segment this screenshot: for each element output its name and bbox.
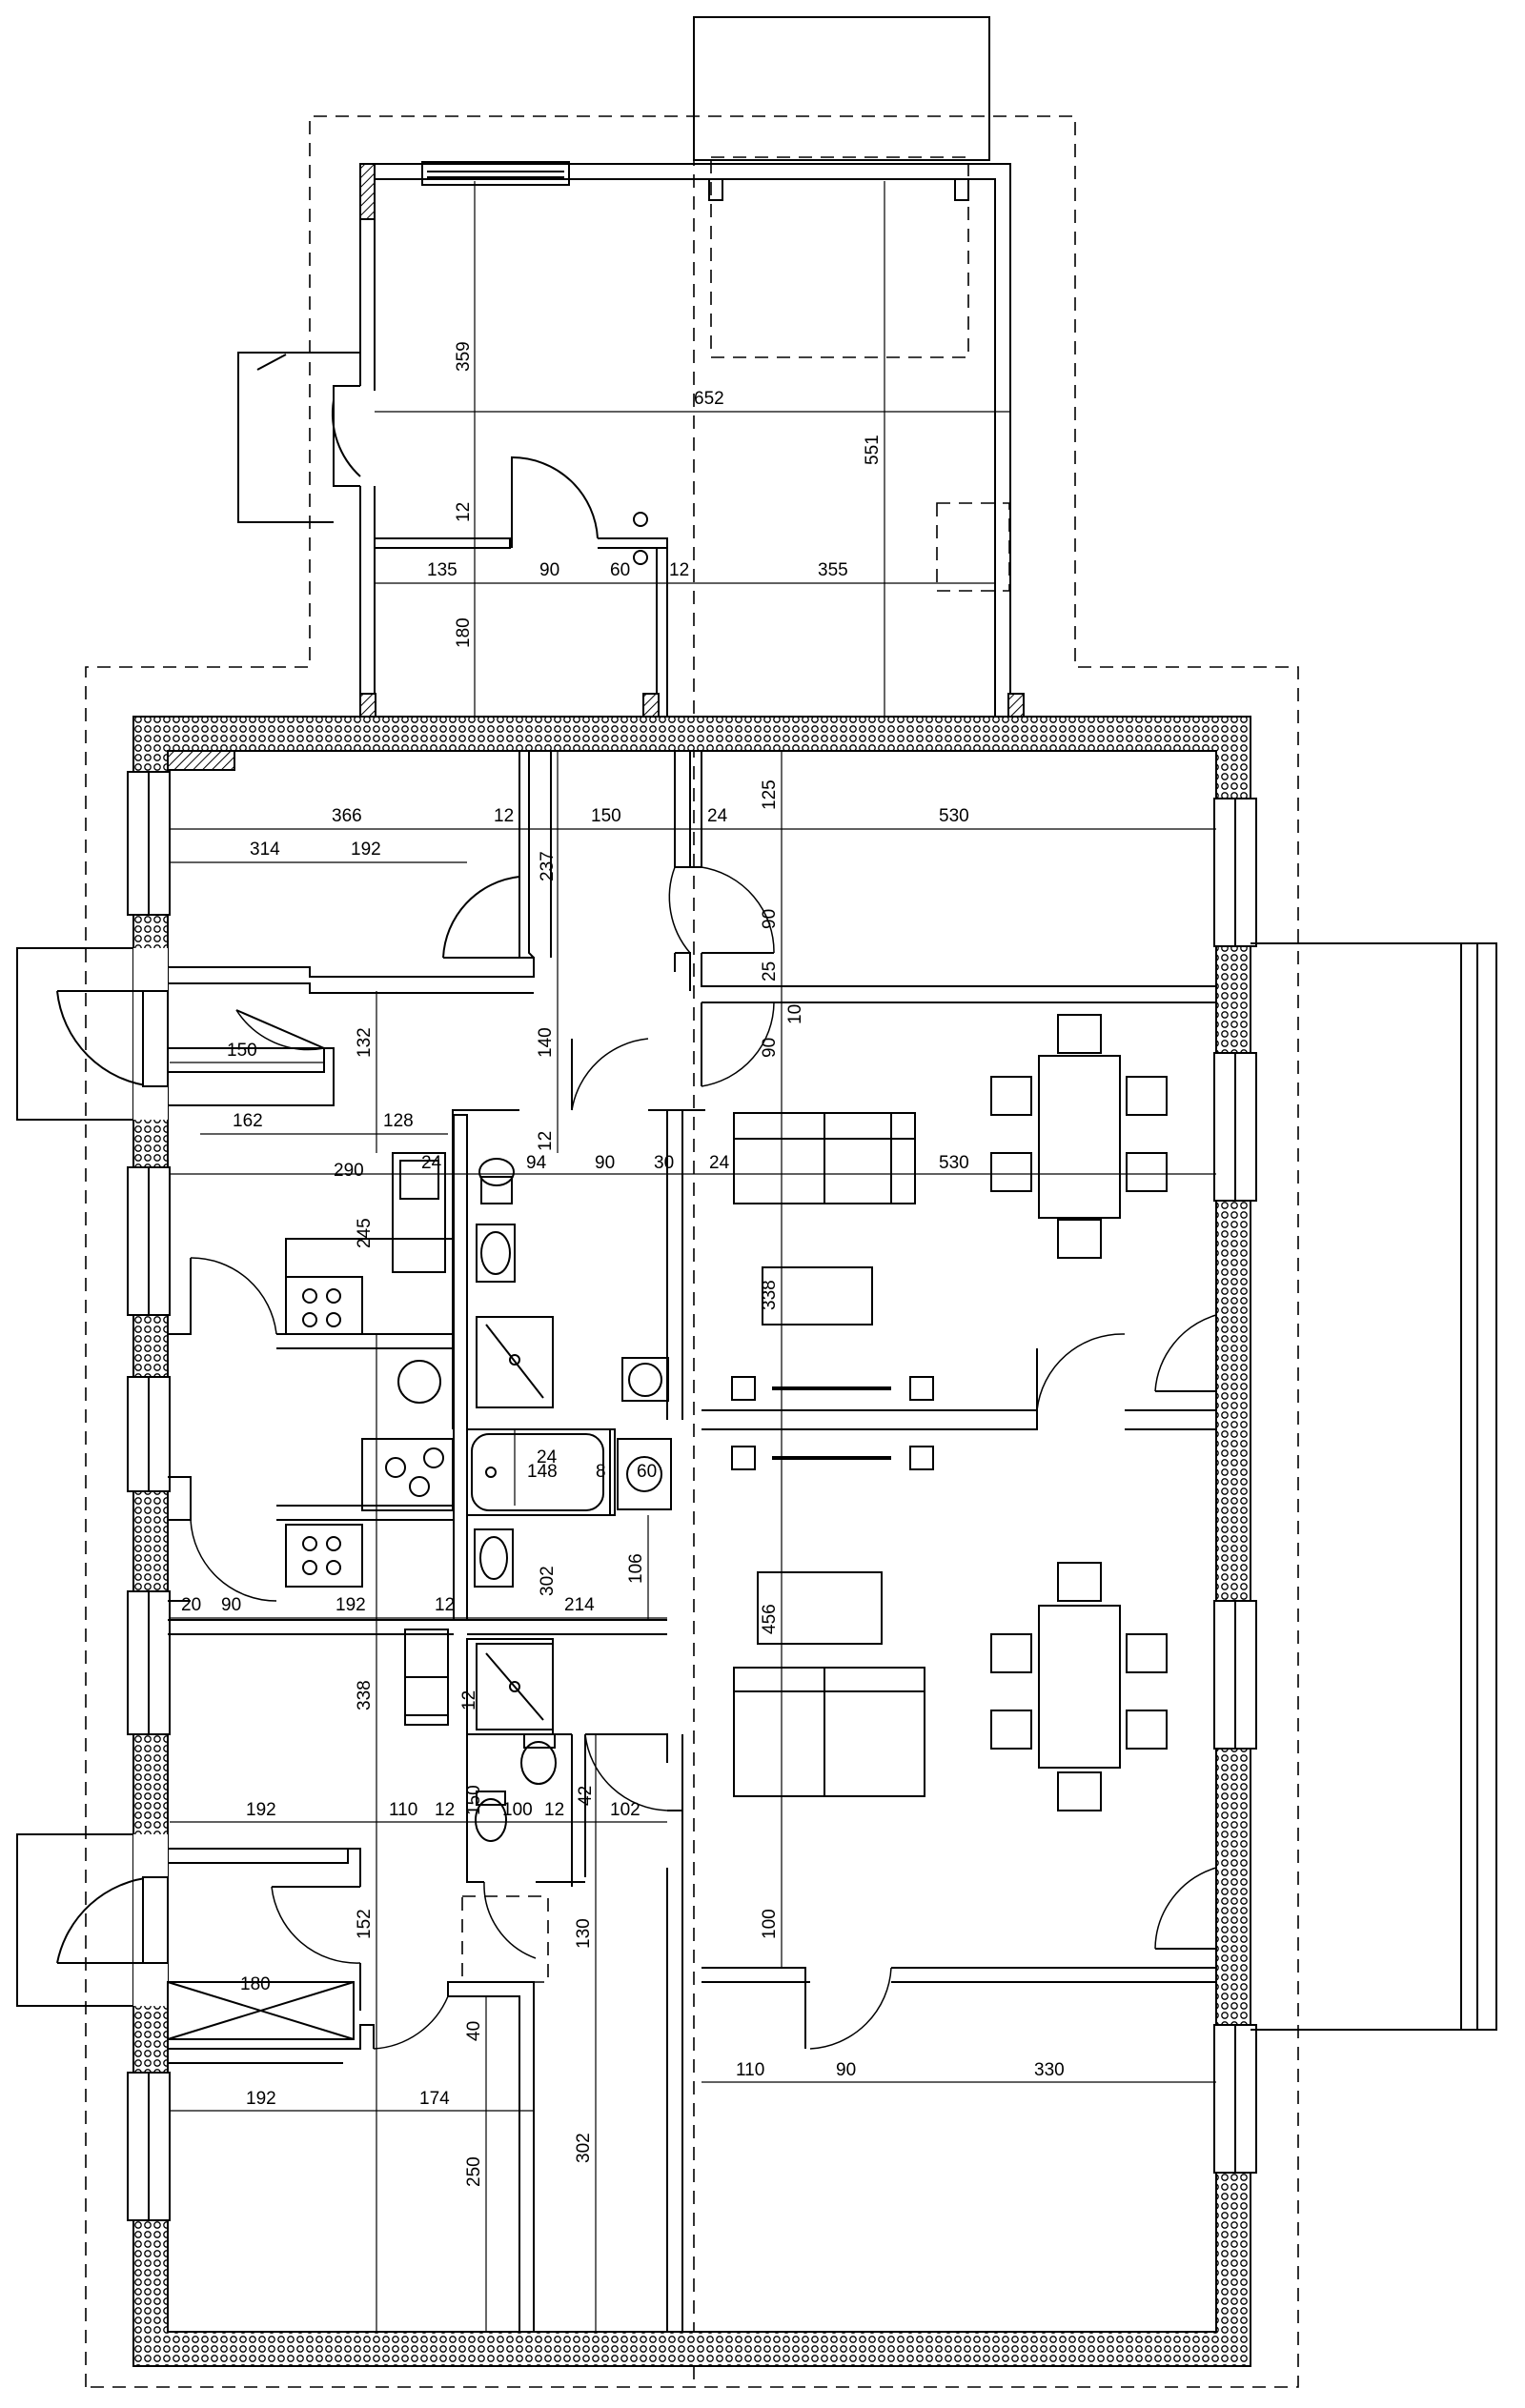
dimension-label: 152 [355, 1909, 375, 1939]
bathroom-fixtures [471, 1158, 669, 1842]
dimension-label: 12 [536, 1131, 556, 1151]
dimension-label: 110 [736, 2060, 764, 2080]
dimension-label: 140 [536, 1027, 556, 1058]
dimension-label: 12 [494, 806, 514, 826]
dashed-outline [85, 115, 1299, 2388]
dimension-label: 150 [227, 1041, 257, 1061]
entrance-left-top [16, 947, 169, 1121]
dimension-label: 90 [221, 1595, 241, 1615]
dimension-label: 12 [459, 1690, 479, 1710]
dimension-label: 302 [574, 2133, 594, 2163]
dimension-label: 237 [538, 851, 558, 881]
dimension-label: 8 [596, 1462, 606, 1482]
dimension-label: 60 [637, 1462, 657, 1482]
dimension-labels: 359 652 551 12 135 90 60 12 355 180 366 … [181, 341, 1065, 2187]
dimension-label: 12 [454, 502, 474, 522]
dimension-label: 12 [435, 1595, 455, 1615]
dimension-label: 330 [1034, 2060, 1065, 2080]
dimension-label: 192 [336, 1595, 366, 1615]
dimension-label: 530 [939, 806, 969, 826]
dimension-label: 90 [760, 909, 780, 929]
kitchen-appliances [285, 1152, 454, 1726]
dimension-label: 20 [181, 1595, 201, 1615]
dimension-label: 250 [464, 2156, 484, 2187]
terrace [1250, 942, 1497, 2031]
dimension-label: 180 [454, 617, 474, 648]
dimension-label: 90 [836, 2060, 856, 2080]
dimension-label: 290 [334, 1161, 364, 1181]
dimension-label: 192 [246, 1800, 276, 1820]
dimension-label: 150 [591, 806, 621, 826]
dimension-label: 150 [464, 1785, 484, 1815]
entrance-left-bottom [16, 1833, 169, 2007]
furniture-living-top [731, 1014, 1168, 1470]
dimension-label: 148 [527, 1462, 558, 1482]
dimension-label: 652 [694, 389, 724, 409]
dimension-label: 100 [760, 1909, 780, 1939]
dimension-label: 338 [355, 1680, 375, 1710]
dimension-label: 130 [574, 1918, 594, 1949]
dimension-label: 90 [760, 1038, 780, 1058]
dimension-label: 60 [610, 560, 630, 580]
dimension-label: 551 [863, 435, 883, 465]
dimension-label: 302 [538, 1566, 558, 1596]
dimension-lines [170, 181, 1216, 2332]
dimension-label: 12 [544, 1800, 564, 1820]
dimension-label: 355 [818, 560, 848, 580]
dimension-label: 90 [595, 1153, 615, 1173]
dimension-label: 162 [233, 1111, 263, 1131]
dimension-label: 174 [419, 2089, 450, 2109]
dimension-label: 24 [537, 1447, 558, 1467]
garage [237, 16, 1025, 718]
dimension-label: 102 [610, 1800, 640, 1820]
dimension-label: 192 [246, 2089, 276, 2109]
dimension-label: 192 [351, 840, 381, 860]
dimension-label: 125 [760, 779, 780, 810]
dimension-label: 338 [760, 1280, 780, 1310]
dimension-label: 245 [355, 1218, 375, 1248]
dimension-label: 24 [707, 806, 728, 826]
dimension-label: 25 [760, 961, 780, 981]
dimension-label: 180 [240, 1974, 271, 1994]
dimension-label: 135 [427, 560, 458, 580]
windows-left [127, 771, 171, 2221]
dimension-label: 90 [539, 560, 559, 580]
dimension-label: 530 [939, 1153, 969, 1173]
dimension-label: 366 [332, 806, 362, 826]
dimension-label: 42 [576, 1786, 596, 1806]
dimension-label: 30 [654, 1153, 674, 1173]
dimension-label: 106 [626, 1553, 646, 1584]
outer-walls [132, 716, 1251, 2367]
dimension-label: 110 [389, 1800, 417, 1820]
dimension-label: 24 [709, 1153, 730, 1173]
dimension-label: 12 [669, 560, 689, 580]
dimension-label: 456 [760, 1604, 780, 1634]
dimension-label: 128 [383, 1111, 414, 1131]
dimension-label: 314 [250, 840, 280, 860]
dimension-label: 100 [502, 1800, 533, 1820]
dimension-label: 10 [785, 1004, 805, 1024]
dimension-label: 132 [355, 1027, 375, 1058]
furniture-living-bottom [733, 1562, 1168, 1811]
dimension-label: 214 [564, 1595, 595, 1615]
dimension-label: 94 [526, 1153, 547, 1173]
dimension-label: 359 [454, 341, 474, 372]
dimension-label: 40 [464, 2021, 484, 2041]
dimension-label: 12 [435, 1800, 455, 1820]
dimension-label: 24 [421, 1153, 442, 1173]
interior-walls [167, 751, 1217, 2332]
windows-right [1213, 798, 1257, 2174]
